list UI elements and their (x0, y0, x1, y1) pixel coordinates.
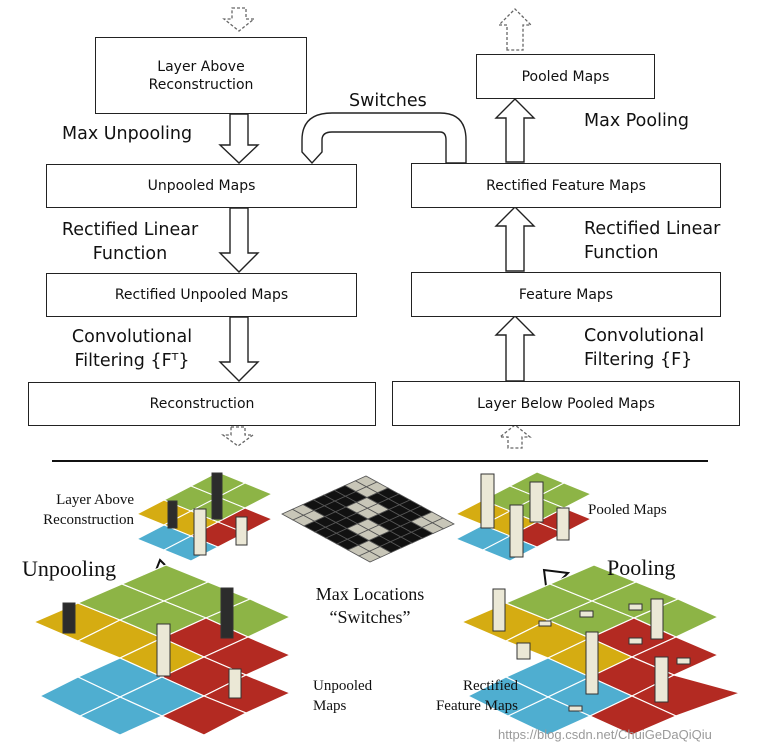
rectified-feature-maps-box: Rectified Feature Maps (411, 163, 721, 208)
small-grid-pooled-bars (480, 473, 570, 558)
label-unpooling: Unpooling (22, 556, 117, 581)
label-relu-left: Rectified Linear Function (61, 220, 199, 264)
label-switches: Switches (349, 91, 427, 111)
dashed-arrow-top-right (497, 8, 533, 51)
feature-maps-box: Feature Maps (411, 272, 721, 317)
label-conv-right: Convolutional Filtering {F} (584, 326, 705, 370)
layer-above-reconstruction-box: Layer Above Reconstruction (95, 37, 307, 114)
reconstruction-box: Reconstruction (28, 382, 376, 426)
pooled-maps-box: Pooled Maps (476, 54, 655, 99)
label-max-unpooling: Max Unpooling (62, 124, 193, 144)
arrow-max-pooling (494, 98, 536, 163)
switches-pipe (301, 112, 467, 165)
label-max-pooling: Max Pooling (584, 111, 690, 131)
watermark-text: https://blog.csdn.net/ChuiGeDaQiQiu (498, 727, 712, 742)
arrow-max-unpooling (218, 113, 260, 164)
arrow-conv-right (494, 315, 536, 382)
rectified-unpooled-maps-box: Rectified Unpooled Maps (46, 273, 357, 317)
dashed-arrow-top-left (222, 7, 256, 32)
switches-grid (281, 475, 455, 563)
dashed-arrow-bottom-left (221, 426, 255, 447)
label-max-locations-switches: Max Locations “Switches” (315, 584, 425, 627)
arrow-relu-right (494, 206, 536, 272)
big-grid-rectified-bars (492, 588, 691, 712)
arrow-relu-left (218, 207, 260, 273)
label-unpooled-maps: Unpooled Maps (313, 678, 373, 714)
label-relu-right: Rectified Linear Function (584, 219, 721, 263)
arrow-conv-left (218, 316, 260, 382)
big-grid-unpooled-bars (62, 587, 242, 699)
unpooled-maps-box: Unpooled Maps (46, 164, 357, 208)
label-conv-left: Convolutional Filtering {Fᵀ} (71, 327, 193, 371)
label-rectified-feature-maps: Rectified Feature Maps (435, 678, 518, 714)
layer-below-pooled-maps-box: Layer Below Pooled Maps (392, 381, 740, 426)
small-grid-bars-above (167, 472, 248, 556)
label-layer-above-reconstruction: Layer Above Reconstruction (43, 492, 134, 528)
dashed-arrow-bottom-right (498, 424, 532, 449)
label-pooling: Pooling (607, 555, 676, 580)
switch-cell (431, 517, 455, 530)
label-pooled-maps: Pooled Maps (588, 502, 667, 518)
